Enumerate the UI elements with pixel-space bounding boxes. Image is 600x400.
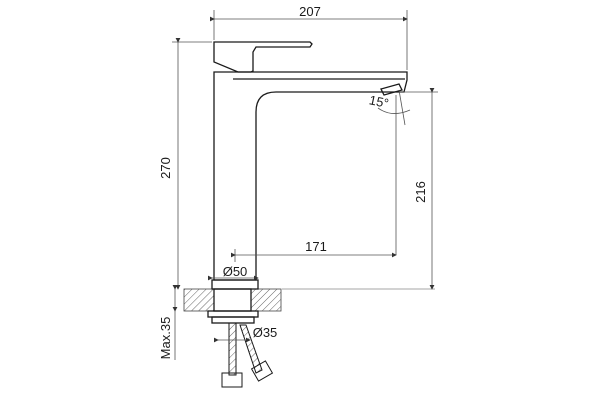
dim-hose-diameter: Ø35 xyxy=(253,325,278,340)
dim-spout-angle: 15° xyxy=(368,92,390,111)
dimension-lines xyxy=(172,10,438,360)
dim-overall-height: 270 xyxy=(158,157,173,179)
dim-overall-width: 207 xyxy=(299,4,321,19)
dim-spout-reach: 171 xyxy=(305,239,327,254)
dim-body-diameter: Ø50 xyxy=(223,264,248,279)
countertop xyxy=(183,288,435,312)
faucet-body xyxy=(207,41,408,324)
dim-max-thickness: Max.35 xyxy=(158,317,173,360)
supply-hoses xyxy=(221,322,274,388)
dim-spout-height: 216 xyxy=(413,181,428,203)
